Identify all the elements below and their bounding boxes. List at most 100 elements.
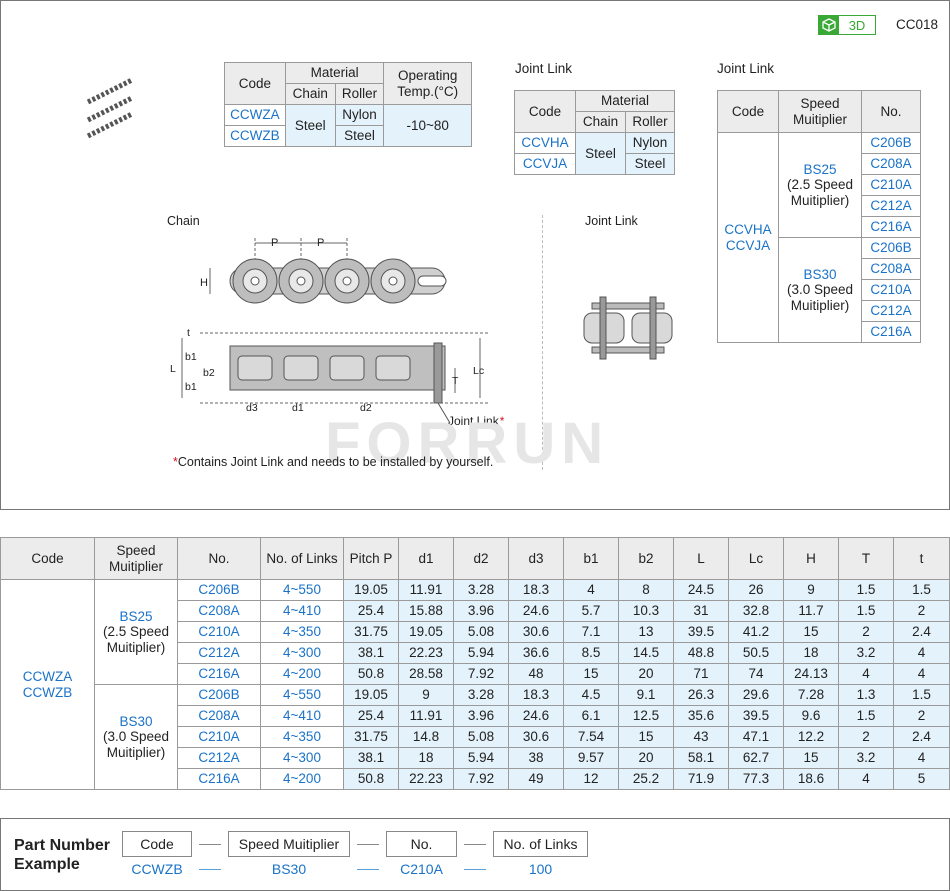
table-cell: 58.1 [673, 747, 729, 769]
pitch-label: P [317, 237, 324, 249]
diagram-divider [542, 215, 543, 470]
table-cell: 26.3 [673, 684, 729, 706]
pn-no-value: C210A [400, 861, 443, 877]
table-cell: 20 [618, 663, 674, 685]
pn-dash [464, 844, 486, 845]
d2-label: d2 [360, 402, 372, 414]
col-roller: Roller [334, 83, 385, 105]
table-cell: 19.05 [398, 621, 454, 643]
table-cell: 9.1 [618, 684, 674, 706]
table-cell: 30.6 [508, 726, 564, 748]
bs30-cell: BS30(3.0 Speed Muitiplier) [94, 684, 178, 790]
table-cell: 5.08 [453, 621, 509, 643]
table-cell: 3.2 [838, 642, 894, 664]
table-cell: 1.5 [893, 684, 950, 706]
table-cell: 7.1 [563, 621, 619, 643]
col-header: No. [177, 537, 261, 580]
table-cell: 20 [618, 747, 674, 769]
table-cell: 4~200 [260, 768, 344, 790]
table-cell: 4~300 [260, 747, 344, 769]
table-cell: CCVHA [514, 132, 576, 154]
table-cell: 62.7 [728, 747, 784, 769]
table-cell: 2 [893, 600, 950, 622]
table-cell: 11.7 [783, 600, 839, 622]
table-cell: 12 [563, 768, 619, 790]
table-cell: 77.3 [728, 768, 784, 790]
table-cell: 31 [673, 600, 729, 622]
table-cell: 7.54 [563, 726, 619, 748]
table-cell: 4 [838, 663, 894, 685]
table-cell: 12.2 [783, 726, 839, 748]
table-cell: C206B [177, 579, 261, 601]
table-cell: C206B [177, 684, 261, 706]
table-cell: 4 [838, 768, 894, 790]
table-cell: 36.6 [508, 642, 564, 664]
table-cell: 4~410 [260, 705, 344, 727]
table-cell: 38.1 [343, 642, 399, 664]
table-cell: 4~350 [260, 621, 344, 643]
table-cell: 38 [508, 747, 564, 769]
bs25-cell: BS25(2.5 Speed Muitiplier) [94, 579, 178, 685]
table-cell: 5.7 [563, 600, 619, 622]
table-cell: 2 [838, 621, 894, 643]
watermark: FORRUN [325, 411, 610, 476]
table-cell: 47.1 [728, 726, 784, 748]
table-cell: -10~80 [383, 104, 472, 147]
table-cell: Steel [334, 125, 385, 147]
table-cell: 5.94 [453, 747, 509, 769]
col-header: d2 [453, 537, 509, 580]
table-cell: 9.6 [783, 705, 839, 727]
col-code: Code [514, 90, 576, 133]
table-cell: 15 [618, 726, 674, 748]
table-cell: Steel [575, 132, 626, 175]
3d-badge[interactable]: 3D [818, 15, 876, 35]
table-cell: 74 [728, 663, 784, 685]
pn-dash [199, 844, 221, 845]
pn-code-value: CCWZB [131, 861, 183, 877]
col-header: t [893, 537, 950, 580]
table-cell: 8 [618, 579, 674, 601]
table-cell: 14.5 [618, 642, 674, 664]
table-cell: 26 [728, 579, 784, 601]
table-cell: 12.5 [618, 705, 674, 727]
table-cell: 1.3 [838, 684, 894, 706]
col-header: Pitch P [343, 537, 399, 580]
table-cell: 30.6 [508, 621, 564, 643]
table-cell: C212A [861, 195, 921, 217]
b1-label: b1 [185, 351, 197, 363]
pn-dash [199, 869, 221, 870]
table-cell: 4~550 [260, 684, 344, 706]
table-cell: 3.28 [453, 579, 509, 601]
table-cell: 29.6 [728, 684, 784, 706]
table-cell: 3.2 [838, 747, 894, 769]
table-cell: C210A [177, 726, 261, 748]
table-cell: C208A [861, 258, 921, 280]
col-chain: Chain [284, 83, 336, 105]
pn-speed-value: BS30 [271, 861, 307, 877]
table-cell: 5.08 [453, 726, 509, 748]
pitch-label: P [271, 237, 278, 249]
d1-label: d1 [292, 402, 304, 414]
table-cell: 18 [398, 747, 454, 769]
table-cell: 7.92 [453, 768, 509, 790]
table-cell: 14.8 [398, 726, 454, 748]
table-cell: 4~410 [260, 600, 344, 622]
table-cell: 48 [508, 663, 564, 685]
table-cell: 35.6 [673, 705, 729, 727]
table-cell: 11.91 [398, 705, 454, 727]
table-cell: 9 [398, 684, 454, 706]
table-cell: 22.23 [398, 768, 454, 790]
table-cell: C216A [861, 321, 921, 343]
col-code: Code [717, 90, 779, 133]
table-cell: 24.5 [673, 579, 729, 601]
table-cell: 1.5 [893, 579, 950, 601]
table-cell: 25.2 [618, 768, 674, 790]
table-cell: 3.28 [453, 684, 509, 706]
table-cell: CCWZB [224, 125, 286, 147]
table-cell: 9 [783, 579, 839, 601]
